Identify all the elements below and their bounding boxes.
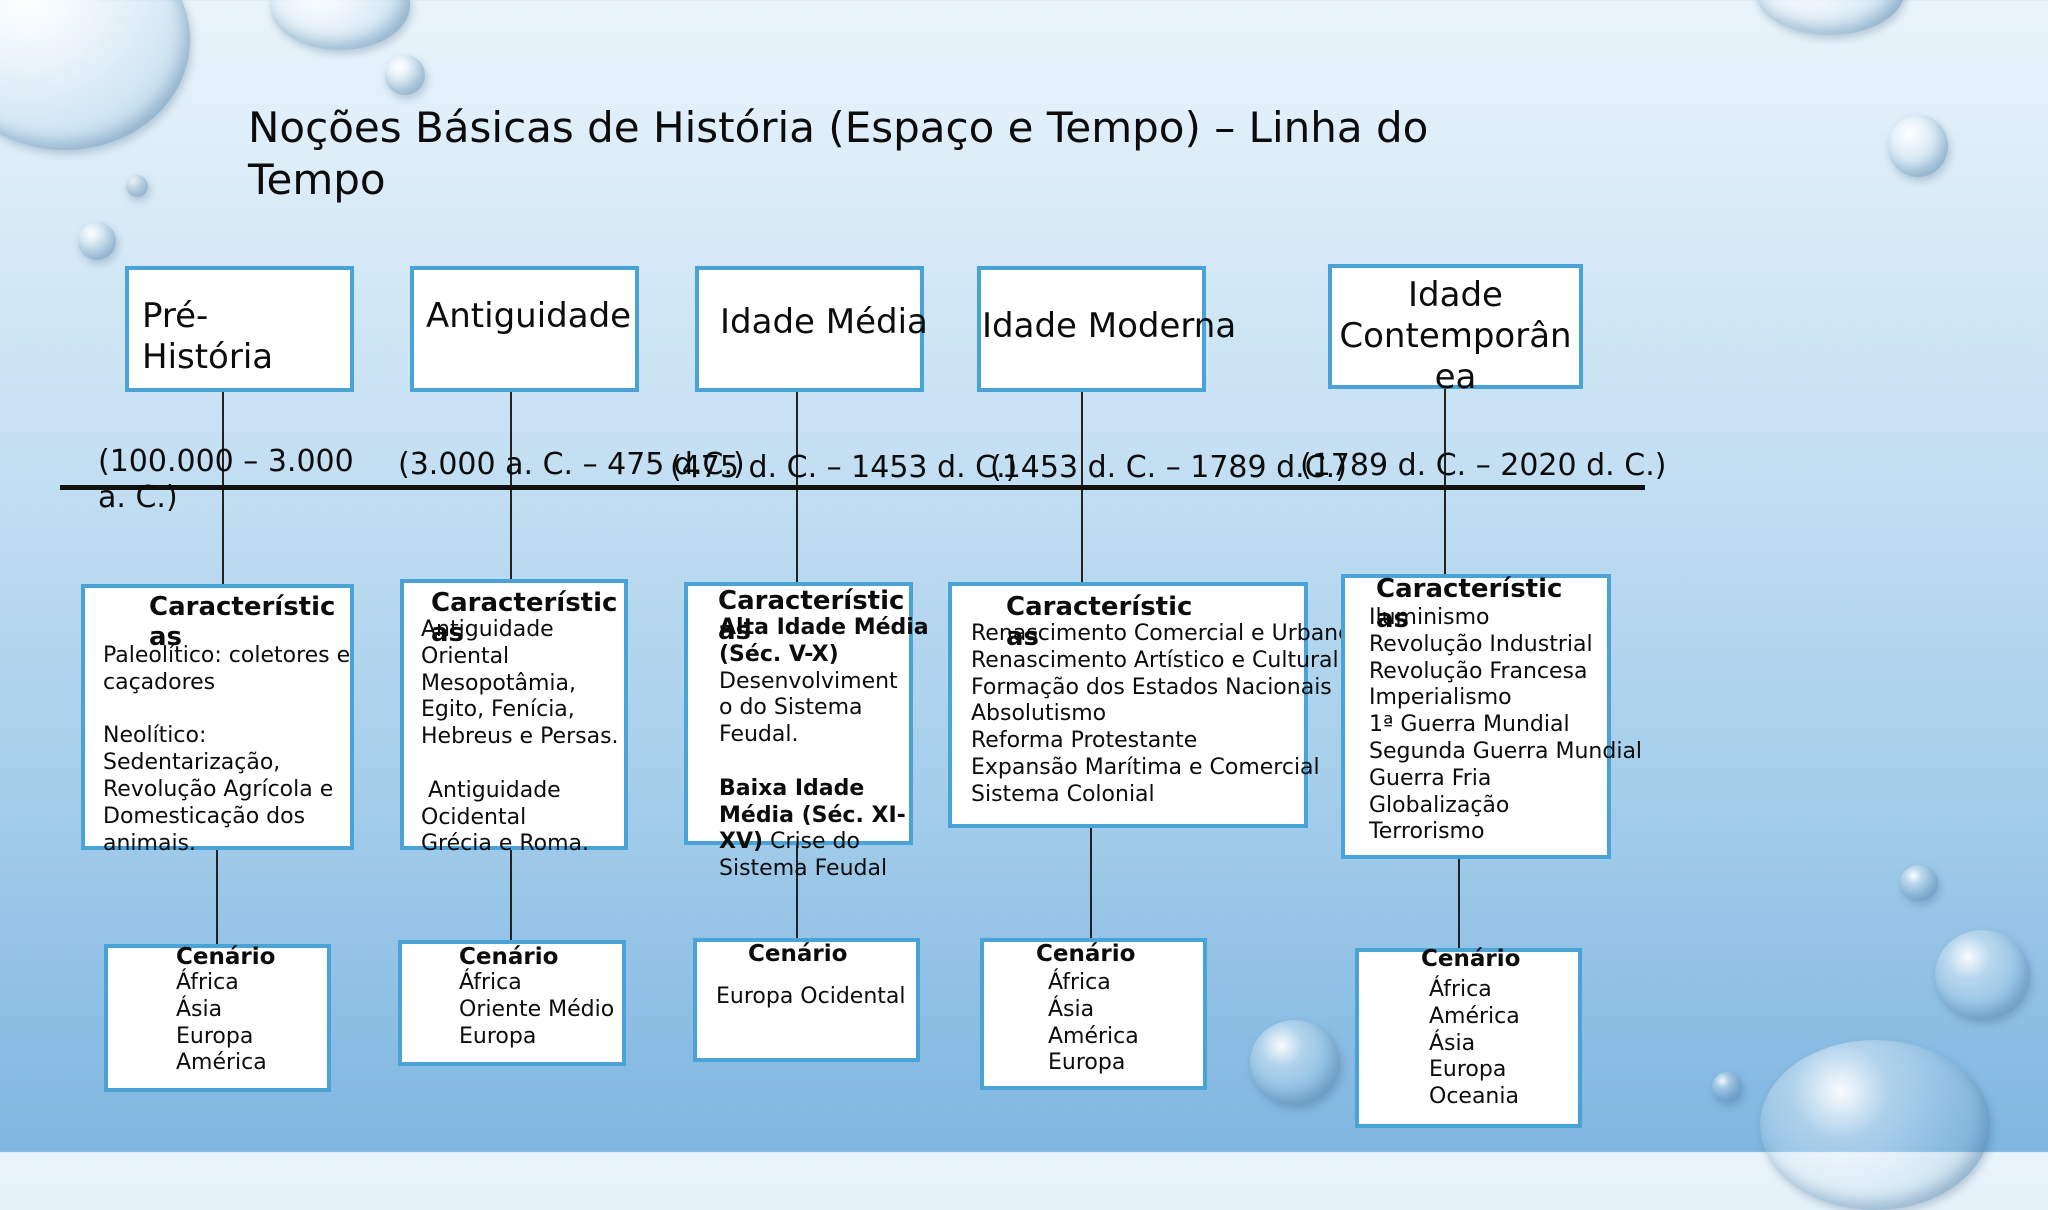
slide-title: Noções Básicas de História (Espaço e Tem… <box>248 102 1508 206</box>
water-drop-decoration <box>1888 115 1948 177</box>
water-drop-decoration <box>385 55 425 95</box>
characteristics-subheading: Alta Idade Média (Séc. V-X) <box>719 615 929 667</box>
era-label: Antiguidade <box>426 296 631 337</box>
water-drop-decoration <box>1900 865 1938 901</box>
characteristics-text: Paleolítico: coletores e caçadores Neolí… <box>103 643 350 857</box>
water-drop-decoration <box>0 0 190 150</box>
scenario-text: África Oriente Médio Europa <box>459 970 614 1050</box>
connector-line <box>510 850 512 942</box>
connector-line <box>216 850 218 945</box>
characteristics-text-part: Desenvolviment o do Sistema Feudal. <box>719 669 898 748</box>
water-drop-decoration <box>270 0 410 50</box>
scenario-text: África Ásia América Europa <box>1048 970 1139 1077</box>
characteristics-text: Iluminismo Revolução Industrial Revoluçã… <box>1369 605 1642 846</box>
scenario-text: África Ásia Europa América <box>176 970 267 1077</box>
water-drop-decoration <box>1755 0 1905 35</box>
scenario-title: Cenário <box>1421 946 1520 973</box>
scenario-title: Cenário <box>459 944 558 971</box>
era-label: Idade Moderna <box>982 306 1236 347</box>
era-date: (100.000 – 3.000 a. C.) <box>98 444 354 516</box>
era-date: (475 d. C. – 1453 d. C.) <box>670 450 1017 486</box>
connector-line <box>1090 828 1092 940</box>
water-drop-decoration <box>126 175 148 197</box>
era-label: Idade Contemporân ea <box>1328 275 1583 398</box>
era-date: (1789 d. C. – 2020 d. C.) <box>1300 448 1666 484</box>
era-label: Pré- História <box>142 296 273 378</box>
water-drop-decoration <box>78 222 116 260</box>
era-date: (1453 d. C. – 1789 d.C.) <box>990 450 1347 486</box>
scenario-text: Europa Ocidental <box>716 984 906 1011</box>
scenario-title: Cenário <box>1036 941 1135 968</box>
scenario-text: África América Ásia Europa Oceania <box>1429 977 1520 1111</box>
scenario-title: Cenário <box>748 941 847 968</box>
water-drop-decoration <box>1712 1072 1742 1102</box>
characteristics-text: Antiguidade Oriental Mesopotâmia, Egito,… <box>421 617 619 858</box>
characteristics-text: Alta Idade Média (Séc. V-X) Desenvolvime… <box>719 615 929 883</box>
water-drop-decoration <box>1935 930 2030 1020</box>
scenario-title: Cenário <box>176 944 275 971</box>
water-drop-decoration <box>1250 1020 1340 1105</box>
water-drop-decoration <box>1760 1040 1990 1210</box>
characteristics-text: Renascimento Comercial e Urbano Renascim… <box>971 621 1352 809</box>
connector-line <box>1458 858 1460 950</box>
era-label: Idade Média <box>720 302 928 343</box>
